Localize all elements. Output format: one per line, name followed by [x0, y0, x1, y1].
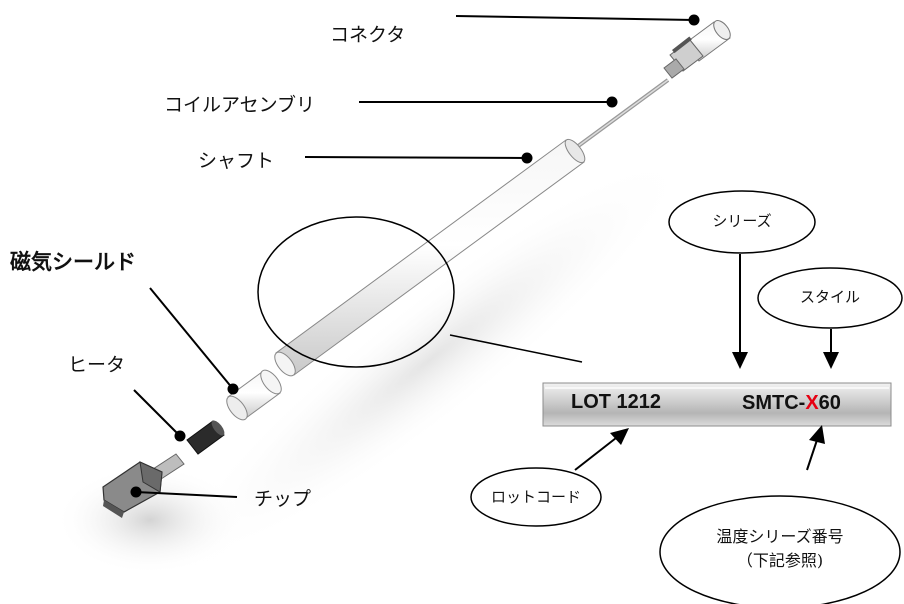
model-highlight: X [805, 392, 819, 414]
label-coil-assembly: コイルアセンブリ [164, 94, 316, 116]
label-tip: チップ [254, 488, 312, 510]
zoom-indicator [257, 216, 583, 368]
callout-arrows [574, 254, 839, 471]
callout-temp-series-line1: 温度シリーズ番号 [716, 527, 844, 546]
marking-bar [542, 382, 892, 427]
model-suffix: 60 [818, 392, 841, 414]
shaft-part [274, 138, 586, 377]
label-magnetic-shield: 磁気シールド [10, 250, 136, 274]
magnetic-shield-part [226, 369, 282, 421]
label-shaft: シャフト [198, 150, 275, 172]
callout-style: スタイル [799, 288, 860, 306]
cartridge-shadow [55, 151, 693, 575]
callout-lot-code: ロットコード [490, 488, 581, 506]
lot-marking: LOT 1212 [571, 391, 662, 413]
callout-temp-series-line2: （下記参照) [736, 551, 824, 570]
leader-lines [130, 14, 700, 498]
label-connector: コネクタ [330, 24, 406, 46]
connector-part [663, 20, 731, 79]
model-marking: SMTC-X60 [742, 392, 841, 415]
callout-series: シリーズ [712, 212, 772, 230]
tip-part [102, 453, 185, 518]
heater-part [186, 420, 225, 455]
callout-bubbles [470, 190, 903, 604]
coil-assembly-part [564, 78, 670, 157]
callout-temp-series: 温度シリーズ番号 （下記参照) [662, 525, 898, 573]
label-heater: ヒータ [68, 354, 126, 376]
model-prefix: SMTC- [742, 392, 806, 414]
